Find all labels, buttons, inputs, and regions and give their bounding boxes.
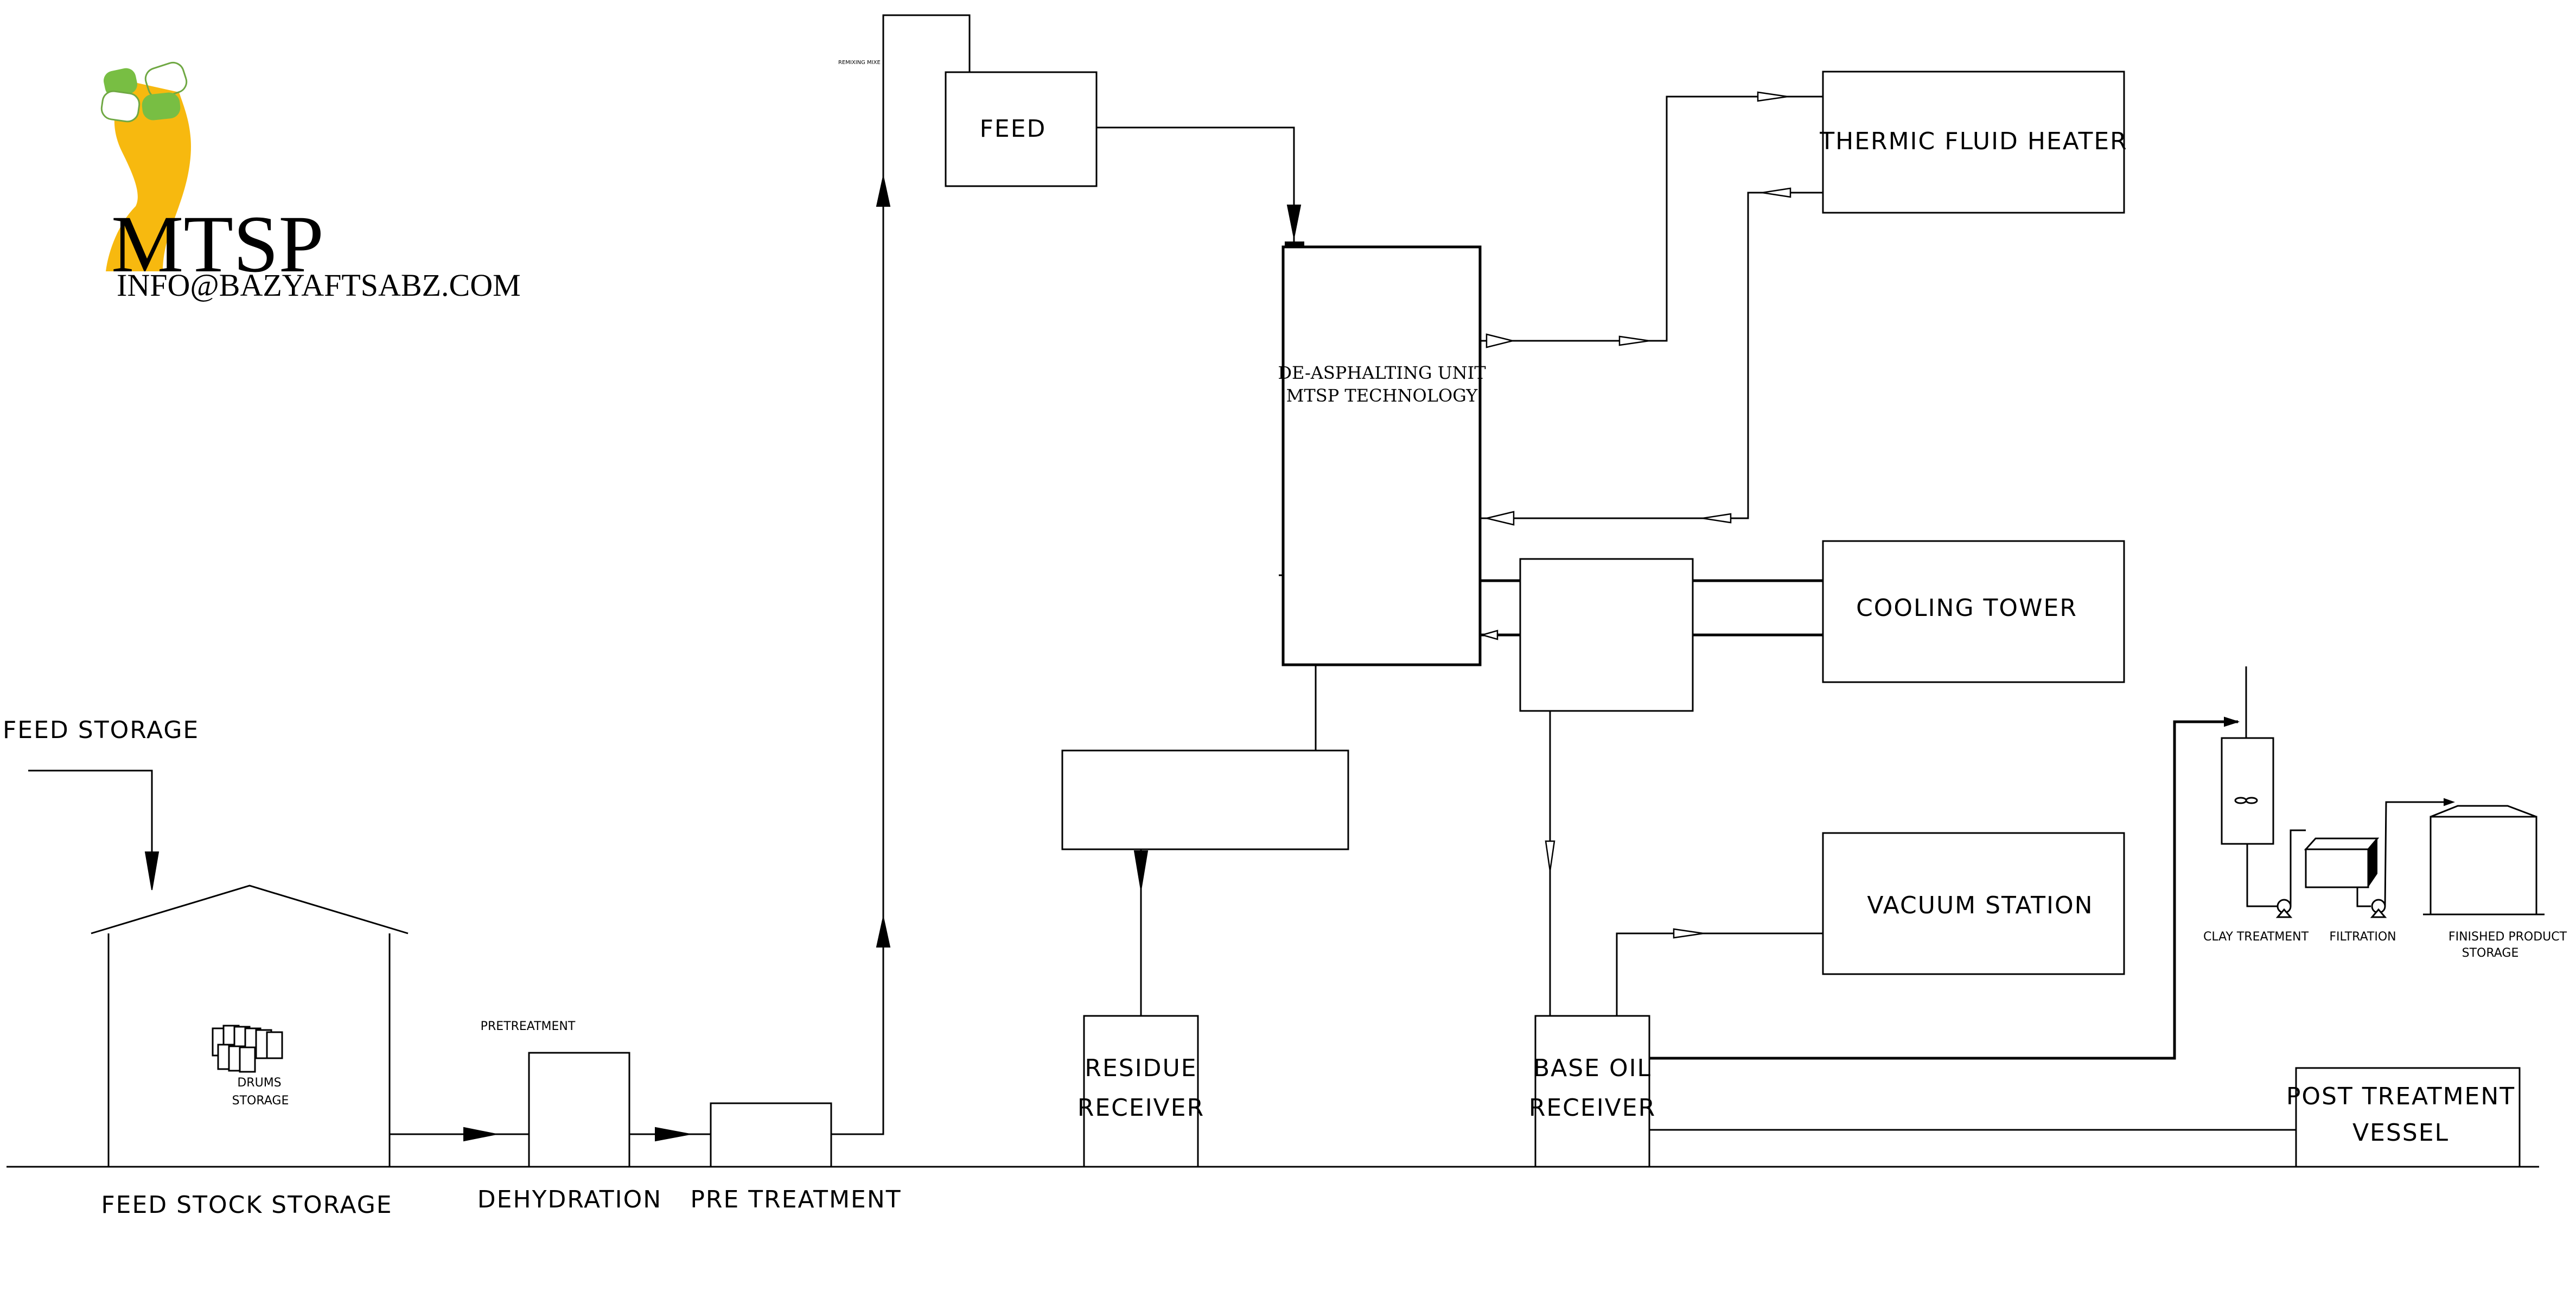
finished-product-label: FINISHED PRODUCT — [2449, 930, 2567, 944]
feed-stock-storage-building: DRUMS STORAGE — [91, 885, 409, 1167]
arrow-left-icon — [1702, 513, 1732, 524]
feed-storage-line — [28, 770, 153, 885]
deasphalting-label: MTSP TECHNOLOGY — [1286, 385, 1478, 406]
post-treatment-label: POST TREATMENT — [2286, 1083, 2515, 1110]
arrow-down-icon — [1286, 205, 1302, 238]
feed-storage-label: FEED STORAGE — [3, 716, 199, 744]
pre-treatment-vessel — [710, 1102, 832, 1168]
arrow-right-icon — [1485, 333, 1513, 348]
finished-product-tank — [2423, 805, 2545, 915]
clay-treatment-label: CLAY TREATMENT — [2203, 930, 2309, 944]
thermic-fluid-heater-label: THERMIC FLUID HEATER — [1819, 128, 2127, 155]
filtration-unit — [2304, 798, 2456, 918]
dehydration-vessel — [528, 1052, 630, 1168]
vacuum-station — [1822, 832, 2125, 975]
arrow-up-icon — [876, 917, 891, 948]
arrow-right-icon — [2444, 798, 2456, 806]
drums-icon — [212, 1025, 283, 1073]
finished-product-label: STORAGE — [2462, 946, 2519, 960]
feed-tag: REMIXING MIXE — [838, 60, 881, 66]
condenser-unit — [1519, 558, 1694, 712]
arrow-left-icon — [1762, 187, 1791, 198]
cooling-tower — [1822, 540, 2125, 683]
drums-storage-label: DRUMS — [237, 1076, 281, 1090]
logo-brand: MTSP — [111, 199, 324, 289]
arrow-right-icon — [1618, 335, 1650, 346]
base-oil-receiver — [1534, 1015, 1650, 1168]
arrow-down-icon — [1545, 840, 1555, 872]
arrow-right-icon — [1757, 91, 1788, 102]
logo-leaf-icon — [100, 90, 141, 123]
logo-leaf-icon — [142, 92, 181, 120]
residue-receiver-label: RESIDUE — [1085, 1054, 1197, 1082]
arrow-right-icon — [2224, 716, 2240, 727]
feed-tank — [945, 71, 1098, 187]
post-treatment-vessel — [2295, 1067, 2521, 1168]
thermic-fluid-heater — [1822, 71, 2125, 214]
dehydration-label: DEHYDRATION — [477, 1186, 662, 1213]
arrow-left-icon — [1480, 630, 1499, 640]
arrow-right-icon — [1673, 928, 1704, 939]
nozzle — [1285, 241, 1304, 246]
feed-stock-storage-label: FEED STOCK STORAGE — [101, 1191, 392, 1219]
clay-treatment-unit — [2221, 666, 2306, 918]
residue-receiver-label: RECEIVER — [1077, 1094, 1204, 1122]
vacuum-station-label: VACUUM STATION — [1867, 892, 2093, 919]
logo-email: INFO@BAZYAFTSABZ.COM — [117, 268, 521, 303]
deasphalting-unit — [1281, 245, 1482, 666]
cooling-tower-label: COOLING TOWER — [1856, 594, 2077, 622]
drums-storage-label: STORAGE — [232, 1094, 289, 1108]
base-oil-receiver-label: BASE OIL — [1533, 1054, 1652, 1082]
residue-collector — [1061, 749, 1349, 850]
pre-treatment-label: PRE TREATMENT — [690, 1186, 901, 1213]
arrow-down-icon — [144, 851, 160, 891]
arrow-right-icon — [655, 1127, 691, 1142]
arrow-right-icon — [463, 1127, 497, 1142]
post-treatment-label: VESSEL — [2352, 1119, 2449, 1147]
arrow-down-icon — [1133, 850, 1149, 891]
residue-receiver — [1083, 1015, 1199, 1168]
logo-yellow-drop-icon — [106, 81, 191, 271]
logo-leaf-icon — [104, 68, 137, 97]
feed-label: FEED — [980, 115, 1047, 143]
company-logo: MTSP INFO@BAZYAFTSABZ.COM — [100, 61, 521, 303]
deasphalting-label: DE-ASPHALTING UNIT — [1278, 363, 1486, 383]
arrow-up-icon — [876, 176, 891, 207]
base-oil-receiver-label: RECEIVER — [1529, 1094, 1656, 1122]
filtration-label: FILTRATION — [2329, 930, 2396, 944]
pretreatment-tag: PRETREATMENT — [481, 1020, 576, 1033]
arrow-left-icon — [1486, 511, 1515, 526]
